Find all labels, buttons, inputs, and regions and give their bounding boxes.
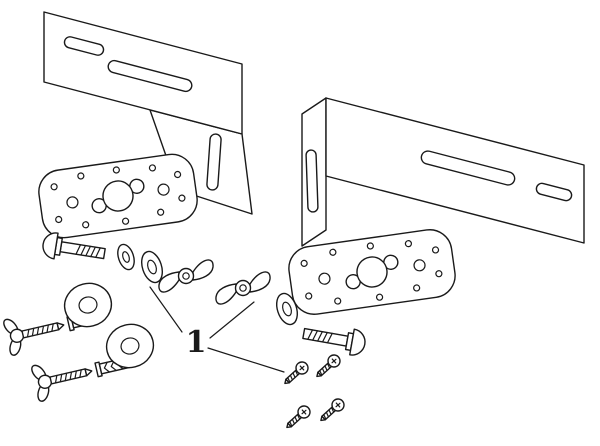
- bolt-head: [42, 232, 59, 260]
- mounting-screws: [284, 354, 345, 429]
- leader-line-to-right-washer: [209, 301, 255, 339]
- screw-cross-recess: [299, 365, 305, 371]
- screw-cross-recess: [331, 358, 337, 364]
- right-bracket: [301, 97, 585, 247]
- right-bracket-slot-small: [535, 182, 573, 202]
- right-plate-hole-medium: [413, 259, 426, 272]
- wing-nut-hole: [182, 272, 190, 280]
- screw-tip: [316, 371, 322, 378]
- right-plate-small-holes: [300, 240, 443, 305]
- mounting-screw-4: [320, 398, 345, 422]
- left-bracket: [43, 11, 253, 215]
- left-base-plate: [38, 153, 198, 239]
- bolt-threads: [75, 244, 101, 258]
- left-bracket-slot-small: [63, 36, 105, 56]
- screw-threads: [323, 406, 335, 420]
- left-bracket-slot-long: [107, 59, 193, 93]
- screw-cross-recess: [301, 409, 307, 415]
- wing-nut-hole: [239, 284, 247, 292]
- leader-line-to-left-washers: [149, 286, 183, 333]
- washer-medium-left: [141, 250, 163, 284]
- screw-tip: [84, 368, 93, 377]
- wing: [249, 271, 271, 293]
- screw-tip: [286, 422, 292, 429]
- screw-threads: [289, 413, 301, 427]
- wing-nut-body: [177, 267, 195, 285]
- screw-tip: [320, 415, 326, 422]
- right-plate-hole-medium: [318, 272, 331, 285]
- anchor-fins: [103, 356, 131, 373]
- right-plate-keyhole-cutout: [345, 254, 399, 290]
- washer-small-left: [117, 243, 135, 271]
- mounting-screw-3: [286, 405, 311, 429]
- right-base-plate: [288, 229, 456, 315]
- leader-line-to-screws: [207, 347, 285, 373]
- large-washer-1: [63, 282, 113, 328]
- left-plate-small-holes: [50, 164, 186, 229]
- mounting-screw-2: [316, 354, 341, 378]
- mounting-screw-1: [284, 361, 309, 385]
- left-plate-hole-medium: [157, 183, 170, 196]
- wing: [215, 283, 237, 305]
- callout-label-1: 1: [186, 325, 207, 360]
- screw-cross-recess: [335, 402, 341, 408]
- wing: [158, 271, 180, 293]
- screw-tip: [56, 322, 65, 331]
- right-bracket-slot-long: [420, 150, 516, 186]
- washer-right: [276, 292, 298, 326]
- left-bracket-vertical-slot: [206, 133, 222, 191]
- left-plate-hole-medium: [66, 196, 79, 209]
- carriage-bolt-left: [42, 232, 106, 260]
- bolt-head: [349, 328, 366, 356]
- bolt-threads: [307, 329, 333, 344]
- wing-nut-body: [234, 279, 252, 297]
- wing: [192, 259, 214, 281]
- wing-nut-right: [215, 271, 271, 305]
- carriage-bolt-right: [302, 327, 366, 356]
- wing-nut-left: [158, 259, 214, 293]
- screw-threads: [26, 323, 54, 338]
- screw-threads: [54, 369, 82, 384]
- right-bracket-vertical-slot: [305, 149, 319, 213]
- callout: 1: [149, 286, 285, 373]
- screw-tip: [284, 378, 290, 385]
- large-washer-2: [105, 323, 155, 369]
- left-plate-keyhole-cutout: [91, 178, 145, 214]
- screw-threads: [287, 369, 299, 383]
- screw-threads: [319, 362, 331, 376]
